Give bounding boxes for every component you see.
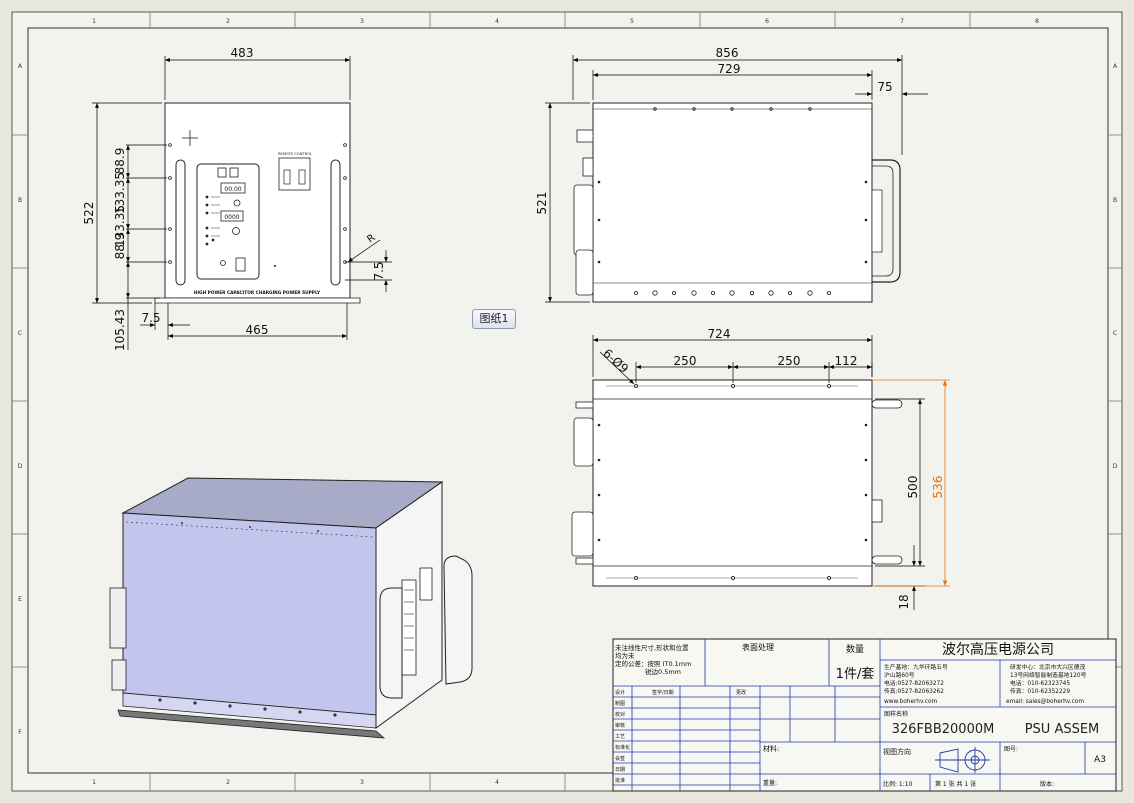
dim-side-height: 521 bbox=[535, 192, 549, 215]
tb-col-label-2: 更改 bbox=[736, 689, 746, 696]
tb-row-label-1: 设计 bbox=[615, 689, 625, 696]
tb-version-label: 版本: bbox=[1040, 780, 1054, 788]
tb-note-2: 均为未 bbox=[615, 651, 635, 660]
zone-row-d: D bbox=[18, 463, 23, 470]
zone-col-4-bottom: 4 bbox=[495, 779, 499, 786]
side-view: 856 729 75 521 bbox=[535, 46, 928, 303]
dim-top-span-3: 112 bbox=[835, 354, 858, 368]
tb-note-1: 未注线性尺寸,形状和位置 bbox=[615, 643, 689, 652]
tb-row-label-6: 标准化 bbox=[615, 744, 630, 751]
zone-col-7: 7 bbox=[900, 18, 904, 25]
zone-col-2-bottom: 2 bbox=[226, 779, 230, 786]
tb-drawing-title: PSU ASSEM bbox=[1025, 722, 1100, 737]
dim-front-height: 522 bbox=[82, 202, 96, 225]
dim-top-depth: 500 bbox=[906, 476, 920, 499]
tb-addr-right-2: 13号网络智能制造基地120号 bbox=[1010, 671, 1087, 679]
panel-display-current: 0000 bbox=[224, 214, 239, 221]
zone-row-b-right: B bbox=[1113, 197, 1117, 204]
top-view: 724 6-Ø9 250 250 112 500 536 18 bbox=[571, 327, 950, 610]
tb-surface-label: 表面处理 bbox=[742, 642, 774, 652]
sheet-tab-1[interactable]: 图纸1 bbox=[472, 309, 516, 329]
zone-col-3-bottom: 3 bbox=[360, 779, 364, 786]
tb-material-label: 材料: bbox=[763, 744, 779, 753]
dim-front-offset-right: 7.5 bbox=[372, 261, 386, 280]
zone-col-4: 4 bbox=[495, 18, 499, 25]
tb-company-name: 波尔高压电源公司 bbox=[942, 641, 1054, 658]
tb-drawing-code: 326FBB20000M bbox=[892, 722, 995, 737]
isometric-view bbox=[109, 477, 473, 739]
dim-rack-pitch-1: 88.9 bbox=[113, 148, 127, 175]
zone-row-d-right: D bbox=[1113, 463, 1118, 470]
tb-note-4: 锐边0.5mm bbox=[645, 667, 681, 676]
tb-addr-left-3: 电话:0527-82063272 bbox=[884, 679, 944, 687]
dim-side-body: 729 bbox=[718, 62, 741, 76]
zone-col-1-bottom: 1 bbox=[92, 779, 96, 786]
title-block: 未注线性尺寸,形状和位置 均为未 定的公差：按照 IT0.1mm 锐边0.5mm… bbox=[612, 638, 1117, 792]
tb-row-label-5: 工艺 bbox=[615, 734, 625, 740]
dim-front-width-top: 483 bbox=[231, 46, 254, 60]
tb-row-label-4: 审核 bbox=[615, 722, 625, 729]
tb-note-3: 定的公差：按照 IT0.1mm bbox=[615, 659, 691, 668]
dim-base-height: 105.43 bbox=[113, 309, 127, 351]
zone-row-f: F bbox=[18, 729, 22, 736]
dim-rack-pitch-2: 133.35 bbox=[113, 172, 127, 214]
tb-addr-right-5: email: sales@boherhv.com bbox=[1006, 699, 1084, 705]
dim-front-offset-left: 7.5 bbox=[141, 311, 160, 325]
tb-row-label-3: 校对 bbox=[615, 711, 625, 718]
tb-addr-left-5: www.boherhv.com bbox=[884, 699, 938, 705]
front-view: 00.00 0000 REMOTE CONTROL HIGH POWER CAP… bbox=[82, 46, 392, 351]
zone-col-5: 5 bbox=[630, 18, 634, 25]
tb-qty-value: 1件/套 bbox=[836, 666, 875, 682]
tb-projection-label: 视图方向 bbox=[883, 747, 911, 756]
tb-addr-left-1: 生产基地：九华环路五号 bbox=[884, 663, 948, 671]
dim-top-span-1: 250 bbox=[674, 354, 697, 368]
projection-symbol-icon bbox=[935, 747, 990, 773]
zone-row-a-right: A bbox=[1113, 63, 1118, 70]
zone-col-3: 3 bbox=[360, 18, 364, 25]
tb-row-label-8: 日期 bbox=[615, 767, 625, 773]
zone-col-1: 1 bbox=[92, 18, 96, 25]
zone-col-2: 2 bbox=[226, 18, 230, 25]
tb-addr-right-1: 研发中心：北京市大兴区德茂 bbox=[1010, 663, 1086, 671]
tb-sheet-size: A3 bbox=[1094, 755, 1106, 765]
tb-row-label-7: 会签 bbox=[615, 755, 625, 762]
panel-caption: HIGH POWER CAPACITOR CHARGING POWER SUPP… bbox=[194, 290, 321, 296]
zone-row-e: E bbox=[18, 596, 22, 603]
dim-side-handle: 75 bbox=[877, 80, 892, 94]
zone-row-b: B bbox=[18, 197, 22, 204]
tb-scale: 比例: 1:10 bbox=[883, 780, 913, 788]
dim-top-length: 724 bbox=[708, 327, 731, 341]
dim-side-total: 856 bbox=[716, 46, 739, 60]
tb-qty-label: 数量 bbox=[846, 643, 864, 655]
zone-row-c: C bbox=[18, 330, 22, 337]
tb-addr-left-4: 传真:0527-82063262 bbox=[884, 687, 944, 695]
dim-top-span-2: 250 bbox=[778, 354, 801, 368]
tb-addr-right-3: 电话：010-62323745 bbox=[1010, 679, 1070, 687]
tb-drawing-no-label: 图号: bbox=[1004, 746, 1018, 753]
tb-addr-left-2: 沪山路60号 bbox=[884, 671, 915, 679]
tb-addr-right-4: 传真：010-62352229 bbox=[1010, 687, 1070, 695]
dim-top-depth-total: 536 bbox=[931, 476, 945, 499]
tb-col-label-1: 签字/日期 bbox=[652, 689, 674, 696]
dim-top-offset: 18 bbox=[897, 594, 911, 609]
tb-sheet-count: 第 1 张 共 1 张 bbox=[935, 780, 976, 788]
zone-row-c-right: C bbox=[1113, 330, 1117, 337]
panel-indicators bbox=[217, 167, 246, 272]
zone-col-6: 6 bbox=[765, 18, 769, 25]
tb-weight-label: 重量: bbox=[763, 779, 777, 787]
tb-drawing-name-label: 图样名称 bbox=[884, 710, 908, 718]
dim-front-width-bottom: 465 bbox=[246, 323, 269, 337]
tb-row-label-2: 制图 bbox=[615, 700, 625, 707]
dim-rack-pitch-4: 88.9 bbox=[113, 233, 127, 260]
tb-row-label-9: 批准 bbox=[615, 777, 625, 784]
zone-col-8: 8 bbox=[1035, 18, 1039, 25]
zone-row-a: A bbox=[18, 63, 23, 70]
panel-display-voltage: 00.00 bbox=[224, 186, 241, 193]
remote-control-label: REMOTE CONTROL bbox=[278, 152, 312, 156]
dim-rack-pitch-3: 133.35 bbox=[113, 205, 127, 247]
